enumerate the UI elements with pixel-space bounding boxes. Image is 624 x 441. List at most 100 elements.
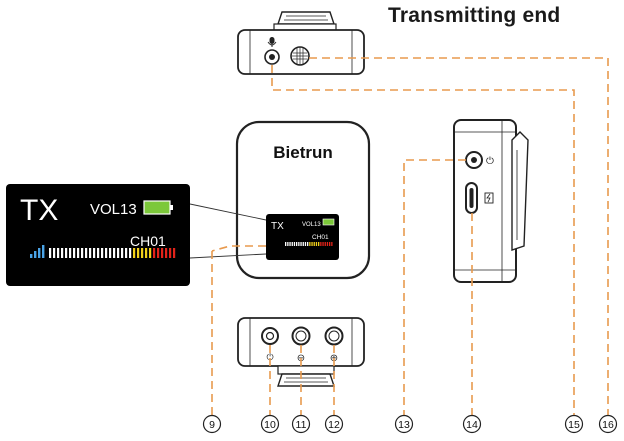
- small-level-meter-segment: [300, 242, 302, 246]
- level-meter-segment: [65, 248, 68, 258]
- back-clip: [511, 131, 529, 251]
- small-level-meter-segment: [318, 242, 320, 246]
- callout-leader-lines: [211, 57, 609, 415]
- level-meter-segment: [85, 248, 88, 258]
- callout-circle: [202, 414, 222, 434]
- small-level-meter-segment: [322, 242, 324, 246]
- level-meter-segment: [105, 248, 108, 258]
- clip-bottom: [277, 373, 335, 387]
- callout-circle: [291, 414, 311, 434]
- small-level-meter-segment: [320, 242, 322, 246]
- callout-circle: [394, 414, 414, 434]
- screen-channel-label: CH01: [130, 233, 166, 249]
- callout-number: 13: [398, 419, 410, 431]
- side-view: ⏻: [453, 119, 529, 283]
- level-meter-segment: [145, 248, 148, 258]
- level-meter-segment: [49, 248, 52, 258]
- callout-14: 14: [462, 414, 482, 434]
- leader-13: [403, 159, 466, 415]
- level-meter-segment: [149, 248, 152, 258]
- screen-volume-label: VOL13: [90, 201, 137, 218]
- small-level-meter-segment: [296, 242, 298, 246]
- callout-circle: [564, 414, 584, 434]
- top-view: [237, 11, 365, 75]
- small-level-meter-segment: [307, 242, 309, 246]
- callout-15: 15: [564, 414, 584, 434]
- small-level-meter-segment: [331, 242, 333, 246]
- signal-strength-icon: [30, 245, 45, 258]
- callout-12: 12: [324, 414, 344, 434]
- callout-number: 10: [264, 419, 276, 431]
- level-meter-segment: [125, 248, 128, 258]
- small-level-meter-segment: [302, 242, 304, 246]
- small-level-meter-segment: [287, 242, 289, 246]
- small-level-meter-segment: [315, 242, 318, 246]
- small-level-meter-segment: [329, 242, 331, 246]
- small-level-meter-segment: [326, 242, 329, 246]
- callout-number: 15: [568, 419, 580, 431]
- small-level-meter-segment: [324, 242, 326, 246]
- diagram-title: Transmitting end: [388, 4, 561, 27]
- small-level-meter-segment: [291, 242, 293, 246]
- small-level-meter-segment: [289, 242, 291, 246]
- level-meter-segment: [81, 248, 84, 258]
- callout-13: 13: [394, 414, 414, 434]
- level-meter-segment: [61, 248, 64, 258]
- small-level-meter-segment: [285, 242, 287, 246]
- callout-circle: [462, 414, 482, 434]
- power-icon: ⏻: [266, 352, 273, 362]
- leader-15: [271, 65, 575, 415]
- level-meter-segment: [165, 248, 168, 258]
- mic-icon: [267, 37, 277, 47]
- signal-bar: [42, 245, 45, 258]
- side-power-icon: ⏻: [486, 156, 494, 167]
- level-meter-segment: [121, 248, 124, 258]
- small-level-meter-segment: [298, 242, 300, 246]
- callout-number: 14: [466, 419, 478, 431]
- callout-11: 11: [291, 414, 311, 434]
- level-meter-segment: [109, 248, 112, 258]
- callout-9: 9: [202, 414, 222, 434]
- level-meter-segment: [69, 248, 72, 258]
- audio-level-meter: [49, 248, 176, 258]
- callout-circle: [598, 414, 618, 434]
- brand-logo: Bietrun: [273, 143, 333, 162]
- screen-mode-label: TX: [20, 194, 58, 227]
- small-level-meter-segment: [313, 242, 315, 246]
- bottom-view: ⏻ ⊖ ⊕: [237, 317, 365, 387]
- front-screen-mode: TX: [271, 221, 284, 232]
- callout-circle: [260, 414, 280, 434]
- front-screen-level-meter: [285, 242, 333, 246]
- level-meter-segment: [141, 248, 144, 258]
- front-screen-battery-icon: [322, 218, 335, 226]
- small-level-meter-segment: [304, 242, 307, 246]
- callout-10: 10: [260, 414, 280, 434]
- level-meter-segment: [117, 248, 120, 258]
- small-level-meter-segment: [311, 242, 313, 246]
- charging-icon: [484, 192, 494, 204]
- level-meter-segment: [153, 248, 156, 258]
- small-level-meter-segment: [293, 242, 296, 246]
- level-meter-segment: [97, 248, 100, 258]
- leader-16: [309, 57, 609, 415]
- level-meter-segment: [133, 248, 136, 258]
- front-screen-volume: VOL13: [302, 222, 321, 228]
- callout-number: 11: [296, 419, 307, 431]
- level-meter-segment: [53, 248, 56, 258]
- level-meter-segment: [137, 248, 140, 258]
- level-meter-segment: [57, 248, 60, 258]
- callout-number: 12: [328, 419, 340, 431]
- level-meter-segment: [113, 248, 116, 258]
- level-meter-segment: [157, 248, 160, 258]
- callout-circle: [324, 414, 344, 434]
- callout-number: 9: [209, 419, 215, 431]
- front-screen: [266, 214, 339, 260]
- signal-bar: [38, 248, 41, 258]
- level-meter-segment: [129, 248, 132, 258]
- level-meter-segment: [169, 248, 172, 258]
- zoomed-screen: TX VOL13 CH01: [6, 184, 190, 286]
- small-level-meter-segment: [309, 242, 311, 246]
- level-meter-segment: [93, 248, 96, 258]
